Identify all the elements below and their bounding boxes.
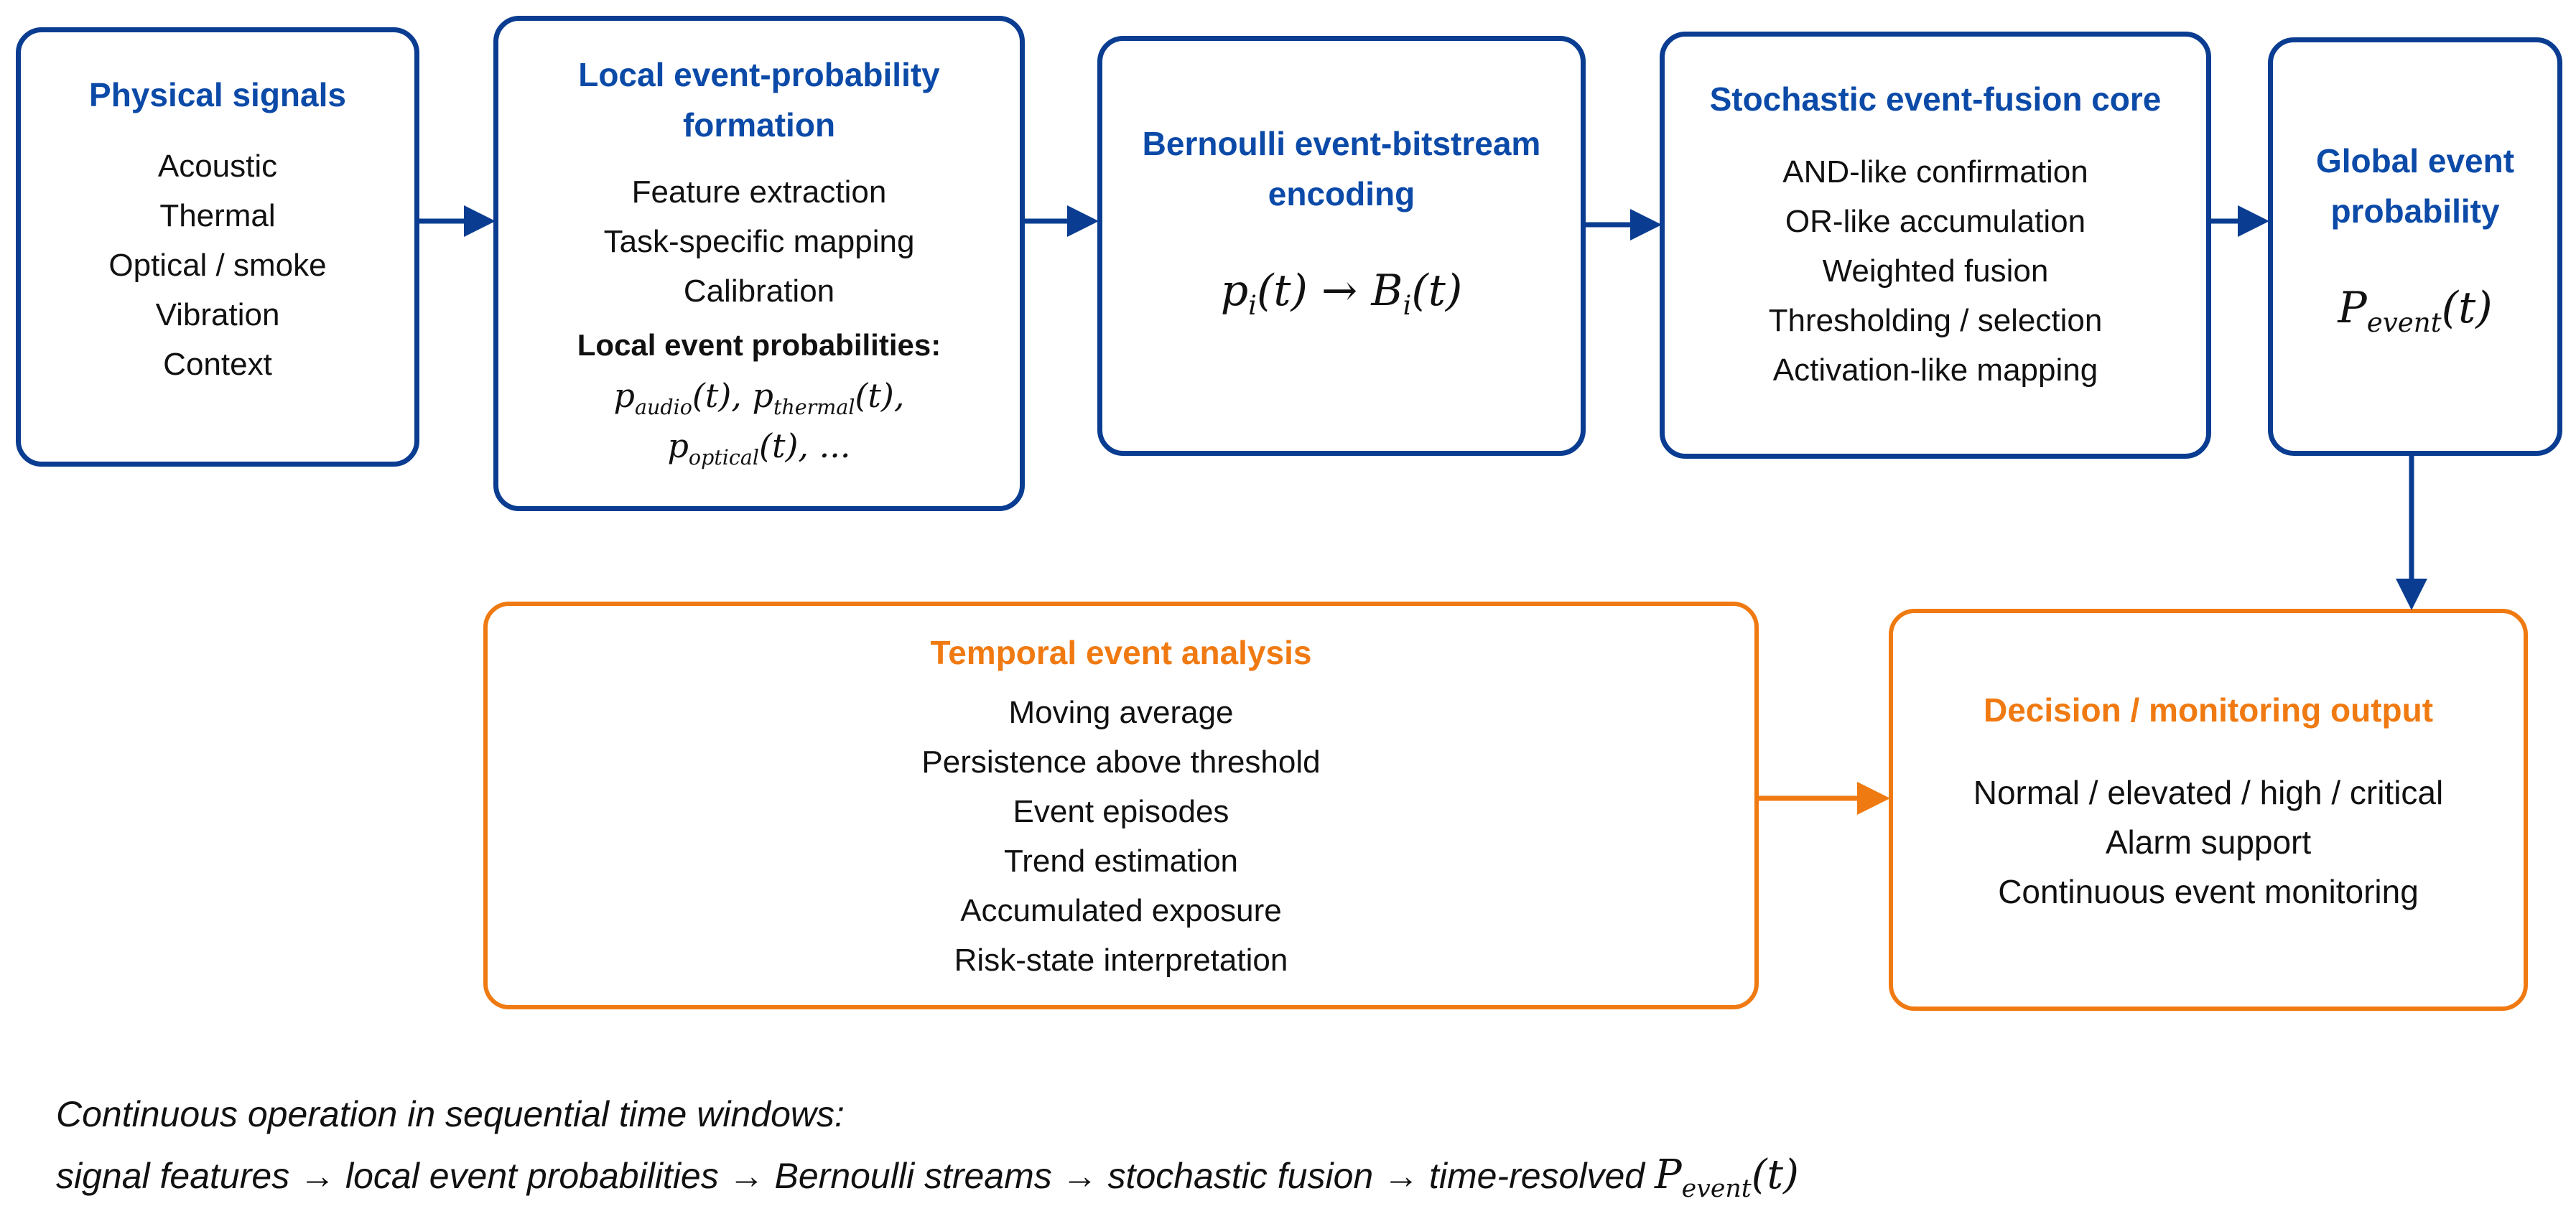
physical-signal-item: Thermal xyxy=(159,198,276,233)
local-probabilities-subtitle: Local event probabilities: xyxy=(577,328,941,362)
fusion-core-box: Stochastic event-fusion core AND-like co… xyxy=(1660,32,2211,459)
fusion-core-title: Stochastic event-fusion core xyxy=(1709,80,2162,118)
global-probability-title-line1: Global event xyxy=(2315,142,2515,179)
local-step-item: Feature extraction xyxy=(631,174,887,210)
temporal-analysis-title: Temporal event analysis xyxy=(930,634,1312,671)
fusion-step-item: AND-like confirmation xyxy=(1782,154,2088,190)
arrow-global-to-decision xyxy=(2396,456,2427,610)
footer-caption-line1: Continuous operation in sequential time … xyxy=(56,1094,845,1134)
bernoulli-formula: pi(t) → Bi(t) xyxy=(1220,266,1463,321)
local-step-item: Task-specific mapping xyxy=(603,224,915,259)
physical-signal-item: Acoustic xyxy=(157,149,278,184)
arrow-fusion-to-global xyxy=(2211,205,2269,237)
decision-output-title: Decision / monitoring output xyxy=(1983,691,2434,729)
local-probabilities-formula-line1: paudio(t), pthermal(t), xyxy=(613,376,905,420)
physical-signal-item: Optical / smoke xyxy=(108,248,327,283)
global-probability-box: Global event probability Pevent(t) xyxy=(2268,37,2562,456)
temporal-step-item: Event episodes xyxy=(1013,794,1229,829)
bernoulli-title-line1: Bernoulli event-bitstream xyxy=(1142,125,1541,162)
bernoulli-title-line2: encoding xyxy=(1268,175,1415,212)
decision-output-box: Decision / monitoring output Normal / el… xyxy=(1889,609,2528,1011)
temporal-step-item: Trend estimation xyxy=(1003,844,1239,879)
local-step-item: Calibration xyxy=(683,274,835,309)
temporal-step-item: Accumulated exposure xyxy=(960,893,1282,928)
physical-signal-item: Vibration xyxy=(155,297,280,332)
arrow-signals-to-local xyxy=(419,205,496,237)
local-probability-title-line2: formation xyxy=(682,106,836,144)
footer-caption-line2: signal features → local event probabilit… xyxy=(56,1146,1799,1205)
decision-step-item: Continuous event monitoring xyxy=(1998,873,2419,910)
temporal-step-item: Persistence above threshold xyxy=(921,744,1321,780)
fusion-step-item: OR-like accumulation xyxy=(1785,204,2086,239)
global-probability-formula: Pevent(t) xyxy=(2338,283,2493,338)
local-probabilities-formula-line2: poptical(t), ... xyxy=(667,426,851,470)
local-probability-title-line1: Local event-probability xyxy=(578,56,940,93)
footer-pipeline-text: signal features → local event probabilit… xyxy=(56,1156,1645,1196)
physical-signal-item: Context xyxy=(163,347,272,382)
decision-step-item: Normal / elevated / high / critical xyxy=(1973,774,2444,811)
bernoulli-encoding-box: Bernoulli event-bitstream encoding pi(t)… xyxy=(1097,36,1586,456)
decision-step-item: Alarm support xyxy=(2105,823,2312,861)
arrow-bernoulli-to-fusion xyxy=(1586,209,1662,240)
fusion-step-item: Thresholding / selection xyxy=(1768,303,2103,338)
footer-pipeline-formula: Pevent(t) xyxy=(1654,1152,1799,1204)
arrow-temporal-to-decision xyxy=(1759,782,1890,815)
fusion-step-item: Weighted fusion xyxy=(1822,253,2049,289)
temporal-step-item: Risk-state interpretation xyxy=(954,943,1288,978)
local-probability-box: Local event-probability formation Featur… xyxy=(493,16,1025,511)
arrow-local-to-bernoulli xyxy=(1025,205,1099,237)
temporal-step-item: Moving average xyxy=(1008,695,1234,730)
global-probability-title-line2: probability xyxy=(2330,192,2500,230)
fusion-step-item: Activation-like mapping xyxy=(1772,352,2098,388)
physical-signals-title: Physical signals xyxy=(89,76,346,113)
